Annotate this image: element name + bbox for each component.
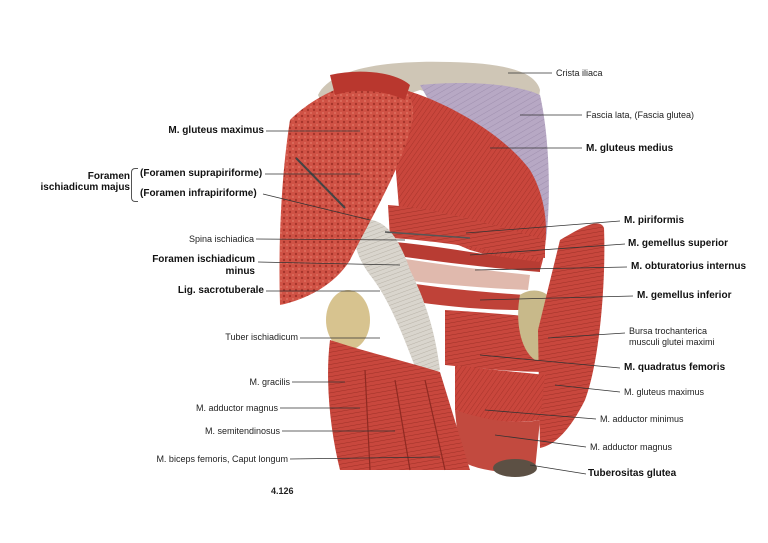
label-gluteus-maximus: M. gluteus maximus [168,125,264,136]
label-foramen-infrapiriforme: (Foramen infrapiriforme) [140,188,257,199]
gluteus-maximus-reflected-flap [538,223,605,448]
adductor-minimus-shape [455,365,545,422]
tuber-ischiadicum-bone [326,290,370,350]
probes [295,157,471,239]
femur-bottom [493,459,537,477]
label-gemellus-inferior: M. gemellus inferior [637,290,732,301]
gemellus-inferior-shape [402,282,525,310]
label-tuberositas-glutea: Tuberositas glutea [588,468,677,479]
label-adductor-magnus-left: M. adductor magnus [195,403,278,413]
label-adductor-minimus: M. adductor minimus [600,414,684,424]
plate-number: 4.126 [271,486,294,496]
lig-sacrotuberale-shape [354,219,440,380]
obturatorius-internus-shape [398,258,530,290]
label-spina-ischiadica: Spina ischiadica [188,234,254,244]
label-foramen-majus-1: Foramen [87,171,130,182]
label-adductor-magnus-right: M. adductor magnus [590,442,673,452]
label-piriformis: M. piriformis [624,215,685,226]
label-lig-sacrotuberale: Lig. sacrotuberale [177,285,264,296]
label-foramen-minus-2: minus [225,266,255,277]
label-fascia-lata: Fascia lata, (Fascia glutea) [586,110,695,120]
gemellus-superior-shape [395,242,540,272]
label-foramen-suprapiriforme: (Foramen suprapiriforme) [140,168,263,179]
label-bursa-1: Bursa trochanterica [629,326,708,336]
adductor-magnus-right-shape [455,410,540,472]
leader-lines [255,72,634,475]
label-gracilis: M. gracilis [249,377,290,387]
gluteus-maximus-cut-flap [279,71,414,305]
label-tuber-ischiadicum: Tuber ischiadicum [225,332,298,342]
label-biceps-femoris: M. biceps femoris, Caput longum [156,454,288,464]
label-gemellus-superior: M. gemellus superior [628,238,729,249]
label-gluteus-medius: M. gluteus medius [586,143,674,154]
label-gluteus-maximus-lower: M. gluteus maximus [624,387,705,397]
foramen-majus-bracket [131,168,138,202]
label-foramen-majus-2: ischiadicum majus [40,182,130,193]
label-foramen-minus-1: Foramen ischiadicum [152,254,255,265]
label-bursa-2: musculi glutei maximi [629,337,715,347]
piriformis-shape [388,205,545,258]
label-semitendinosus: M. semitendinosus [204,426,280,436]
label-quadratus-femoris: M. quadratus femoris [624,362,726,373]
label-crista-iliaca: Crista iliaca [556,68,603,78]
hamstrings-shape [328,340,470,471]
label-obturatorius-internus: M. obturatorius internus [631,261,746,272]
